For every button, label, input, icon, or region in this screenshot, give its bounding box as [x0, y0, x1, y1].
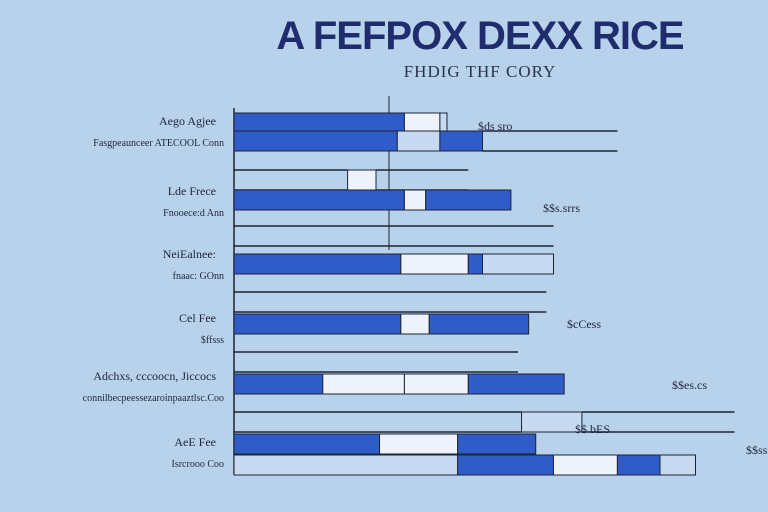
bar-segment: [347, 169, 377, 191]
bar-segment: [400, 253, 469, 275]
group-label: NeiEalnee:: [163, 247, 216, 261]
bar-segment: [233, 373, 324, 395]
group-sublabel: Fnooece:d Ann: [163, 208, 224, 219]
group-label: Cel Fee: [179, 311, 216, 325]
value-label: $cCess: [567, 317, 601, 331]
bar-segment: [400, 313, 430, 335]
bar-segment: [396, 130, 441, 152]
bar-segment: [233, 189, 405, 211]
bar-segment: [482, 253, 554, 275]
value-label-extra: $$ss: [746, 443, 768, 457]
bar-segment: [233, 313, 402, 335]
bar-segment: [379, 433, 459, 455]
bar-segment: [457, 454, 554, 476]
bar-segment: [457, 433, 537, 455]
value-label: $$ bES: [575, 422, 610, 436]
group-sublabel: Fasgpeaunceer ATECOOL Conn: [93, 138, 224, 149]
value-label: $$es.cs: [672, 378, 707, 392]
bar-segment: [322, 373, 405, 395]
bar-segment: [233, 454, 459, 476]
bar-segment: [233, 433, 381, 455]
bar-segment: [659, 454, 696, 476]
bar-segment: [425, 189, 512, 211]
bar-segment: [467, 373, 565, 395]
bar-segment: [403, 373, 469, 395]
bar-segment: [553, 454, 618, 476]
bar-segment: [403, 189, 427, 211]
bar-segment: [428, 313, 530, 335]
group-label: Lde Frece: [168, 184, 216, 198]
bar-segment: [233, 253, 402, 275]
bar-segment: [467, 253, 483, 275]
bar-segment: [403, 112, 441, 134]
chart-title: A FEFPOX DEXX RICE: [276, 14, 684, 58]
bar-segment: [439, 130, 483, 152]
value-label: $ds sro: [478, 119, 512, 133]
value-label: $$s.srrs: [543, 201, 580, 215]
group-sublabel: Isrcrooo Coo: [172, 459, 225, 470]
group-label: Aego Agjee: [159, 114, 216, 128]
chart-subtitle: FHDIG THF CORY: [403, 62, 557, 81]
bar-segment: [233, 112, 405, 134]
bar-segment: [233, 130, 398, 152]
group-sublabel: connilbecpeessezaroinpaaztlsc.Coo: [83, 393, 224, 404]
group-sublabel: fnaac: GOnn: [173, 271, 224, 282]
group-label: Adchxs, cccoocn, Jiccocs: [93, 369, 216, 383]
bar-segment: [616, 454, 661, 476]
bar-segment: [521, 411, 583, 433]
group-sublabel: $ffsss: [201, 335, 224, 346]
bar-segment: [439, 112, 448, 134]
group-label: AeE Fee: [174, 435, 216, 449]
